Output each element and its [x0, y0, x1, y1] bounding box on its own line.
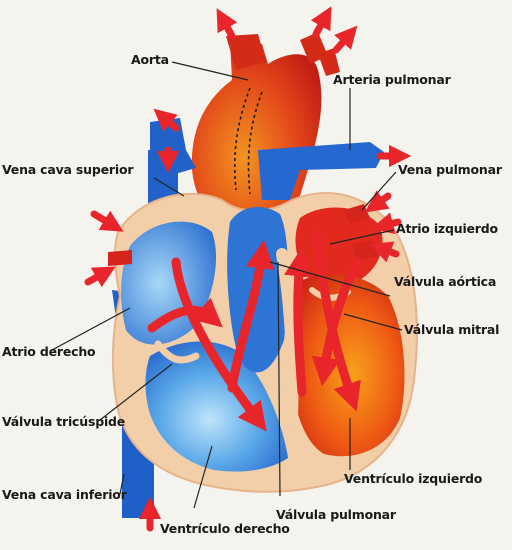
pulmonary-artery-vessel — [258, 142, 384, 200]
label-arteria-pulmonar: Arteria pulmonar — [333, 73, 451, 87]
label-valvula-tricuspide: Válvula tricúspide — [2, 415, 125, 429]
label-vena-cava-superior: Vena cava superior — [2, 163, 133, 177]
label-ventriculo-izquierdo: Ventrículo izquierdo — [344, 472, 482, 486]
label-valvula-pulmonar: Válvula pulmonar — [276, 508, 396, 522]
label-valvula-mitral: Válvula mitral — [404, 323, 499, 337]
label-valvula-aortica: Válvula aórtica — [394, 275, 496, 289]
label-ventriculo-derecho: Ventrículo derecho — [160, 522, 290, 536]
label-atrio-derecho: Atrio derecho — [2, 345, 95, 359]
label-aorta: Aorta — [131, 53, 169, 67]
left-ventricle-chamber — [290, 274, 404, 456]
label-vena-cava-inferior: Vena cava inferior — [2, 488, 127, 502]
label-vena-pulmonar: Vena pulmonar — [398, 163, 502, 177]
label-atrio-izquierdo: Atrio izquierdo — [396, 222, 498, 236]
